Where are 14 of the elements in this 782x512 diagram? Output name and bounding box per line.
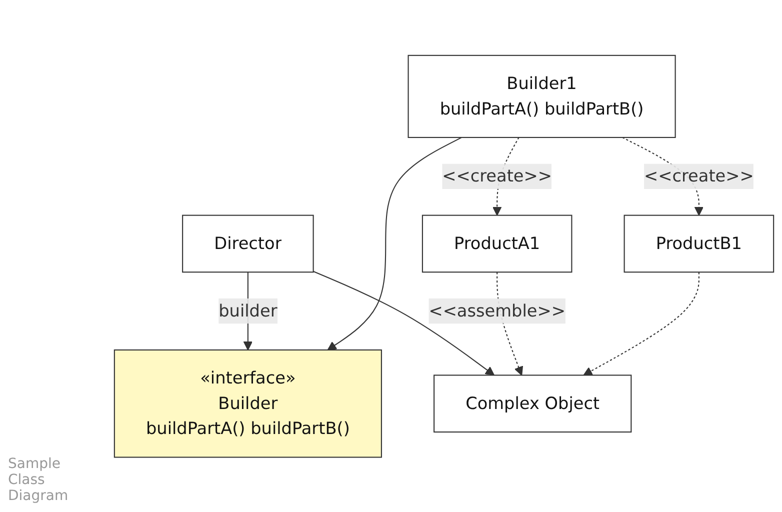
node-box: Complex Object: [434, 374, 632, 432]
edge-label: builder: [218, 300, 278, 320]
edge-label: <<create>>: [442, 166, 552, 186]
diagram-label: Sample Class Diagram: [8, 456, 70, 504]
node-box: ProductB1: [624, 214, 774, 272]
arrow: [583, 272, 700, 376]
node-box: Director: [182, 214, 314, 272]
edge-label: <<create>>: [644, 166, 754, 186]
arrow: [313, 270, 495, 376]
node-box: Builder1 buildPartA() buildPartB(): [408, 54, 676, 138]
arrow: [327, 136, 462, 350]
edge-label: <<assemble>>: [428, 300, 566, 320]
node-box: «interface» Builder buildPartA() buildPartB(): [114, 349, 382, 458]
node-box: ProductA1: [422, 214, 572, 272]
